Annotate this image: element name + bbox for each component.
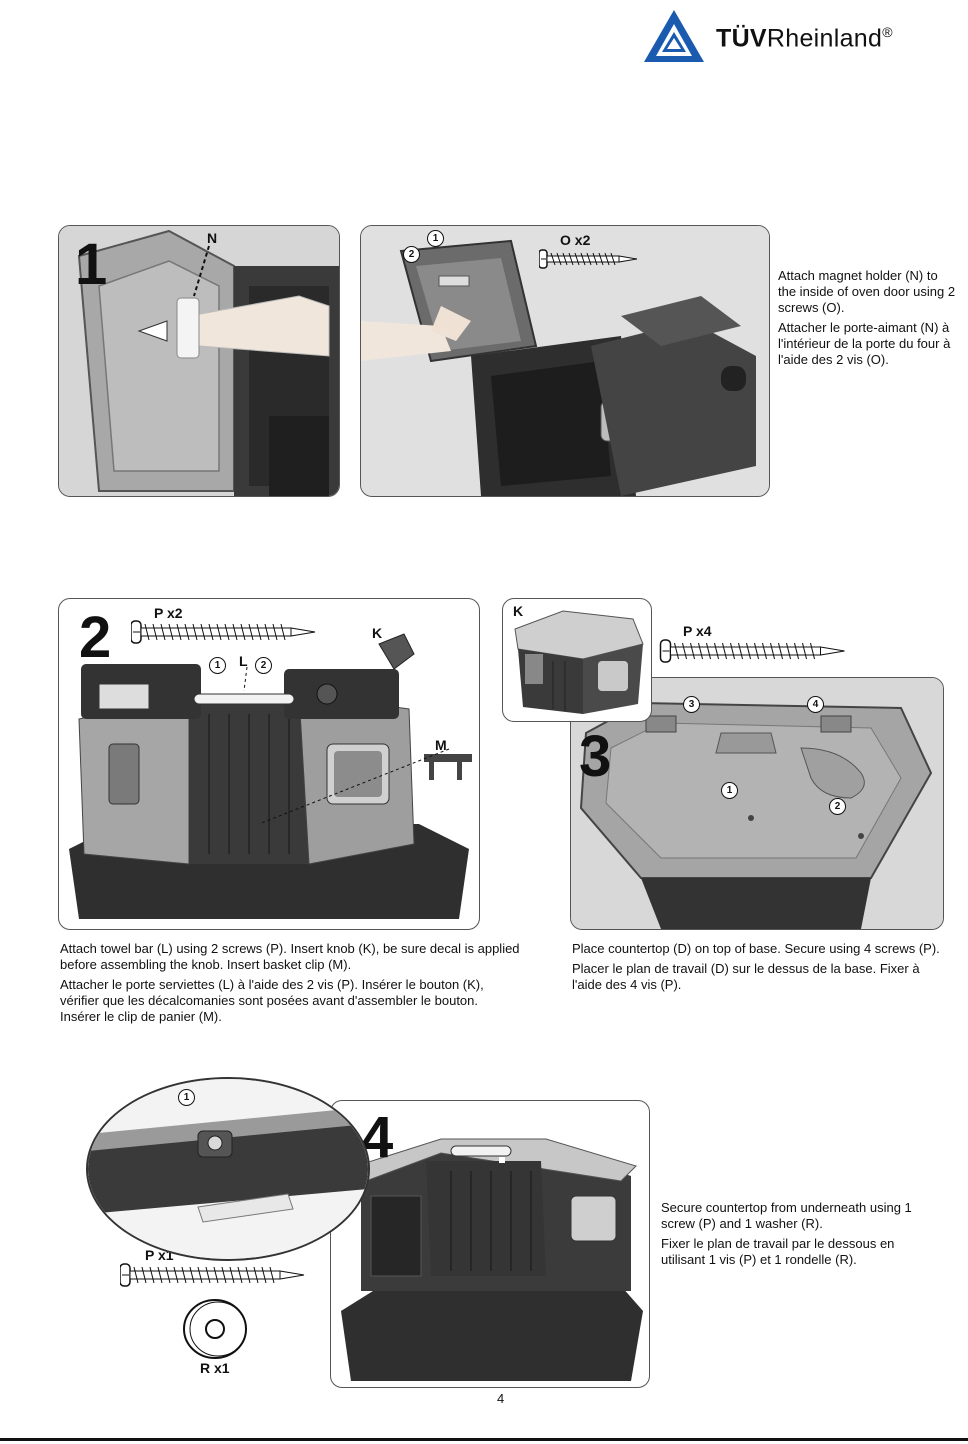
bottom-rule xyxy=(0,1438,968,1441)
step3-callout-1: 1 xyxy=(721,782,738,799)
tuv-logo: TÜVRheinland® xyxy=(640,6,960,66)
step3-photo: 3 3 4 1 2 xyxy=(570,677,944,930)
step1-label-n: N xyxy=(207,230,218,246)
step4-text-en: Secure countertop from underneath using … xyxy=(661,1200,912,1231)
screw-detail-illustration xyxy=(88,1079,368,1259)
step2-instructions: Attach towel bar (L) using 2 screws (P).… xyxy=(60,941,520,1029)
screw-p-icon xyxy=(120,1263,305,1287)
step1-number: 1 xyxy=(75,232,108,297)
brand-name: TÜVRheinland® xyxy=(716,24,893,53)
countertop-illustration xyxy=(571,678,943,929)
step3-text-en: Place countertop (D) on top of base. Sec… xyxy=(572,941,940,956)
step2-label-m: M xyxy=(435,737,447,753)
step2-callout-1: 1 xyxy=(209,657,226,674)
step3-label-p: P x4 xyxy=(683,623,712,639)
assembled-kitchen-inset xyxy=(514,610,644,714)
screw-p-icon xyxy=(131,620,316,644)
step2-text-en: Attach towel bar (L) using 2 screws (P).… xyxy=(60,941,520,972)
brand-bold: TÜV xyxy=(716,24,767,53)
step4-instructions: Secure countertop from underneath using … xyxy=(661,1200,931,1272)
step4-label-r: R x1 xyxy=(200,1360,230,1376)
step2-label-k: K xyxy=(372,625,383,641)
step2-label-p: P x2 xyxy=(154,605,183,621)
step3-callout-2: 2 xyxy=(829,798,846,815)
step4-magnified-detail: 1 xyxy=(86,1077,370,1261)
step1-photo-right: 1 2 O x2 xyxy=(360,225,770,497)
step3-label-k: K xyxy=(513,603,524,619)
step4-photo: 4 xyxy=(330,1100,650,1388)
step2-callout-2: 2 xyxy=(255,657,272,674)
brand-rest: Rheinland xyxy=(766,24,883,53)
kitchen-base-illustration xyxy=(69,633,472,919)
step2-photo: 2 P x2 K L M 1 2 xyxy=(58,598,480,930)
step2-text-fr: Attacher le porte serviettes (L) à l'aid… xyxy=(60,977,484,1024)
oven-open-illustration xyxy=(361,226,769,496)
step3-inset-photo: K xyxy=(502,598,652,722)
step1-text-en: Attach magnet holder (N) to the inside o… xyxy=(778,268,956,315)
step3-number: 3 xyxy=(579,724,612,789)
kitchen-underside-illustration xyxy=(341,1138,643,1381)
screw-p-icon xyxy=(659,639,845,663)
step3-instructions: Place countertop (D) on top of base. Sec… xyxy=(572,941,952,997)
step1-photo-left: 1 N xyxy=(58,225,340,497)
step2-label-l: L xyxy=(239,653,248,669)
step1-callout-1: 1 xyxy=(427,230,444,247)
step1-instructions: Attach magnet holder (N) to the inside o… xyxy=(778,268,958,372)
oven-door-illustration xyxy=(59,226,339,496)
screw-o-icon xyxy=(539,249,638,269)
step3-callout-4: 4 xyxy=(807,696,824,713)
step3-text-fr: Placer le plan de travail (D) sur le des… xyxy=(572,961,920,992)
tuv-triangle-icon xyxy=(644,10,704,62)
step2-number: 2 xyxy=(79,605,112,670)
step1-label-o: O x2 xyxy=(560,232,591,248)
step1-text-fr: Attacher le porte-aimant (N) à l'intérie… xyxy=(778,320,951,367)
washer-r-icon xyxy=(183,1299,247,1359)
step4-callout-1: 1 xyxy=(178,1089,195,1106)
step4-text-fr: Fixer le plan de travail par le dessous … xyxy=(661,1236,895,1267)
step1-callout-2: 2 xyxy=(403,246,420,263)
step3-callout-3: 3 xyxy=(683,696,700,713)
registered-mark: ® xyxy=(882,24,893,40)
page-number: 4 xyxy=(497,1391,505,1406)
